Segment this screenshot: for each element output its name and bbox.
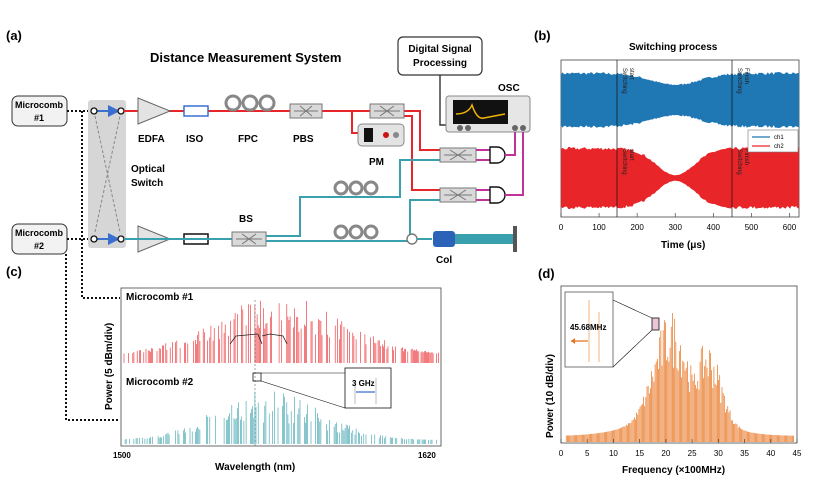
ch2-trace: [561, 147, 799, 209]
circulator: [406, 233, 418, 245]
inset-45mhz: 45.68MHz: [570, 323, 606, 332]
start-marker-text-2: start: [628, 68, 634, 80]
fiber-delay-coils: [333, 180, 379, 240]
collimator: [433, 231, 455, 247]
fpc-label: FPC: [238, 134, 258, 145]
edfa-amplifier-1: [137, 97, 172, 125]
spectrum-1-label: Microcomb #1: [126, 292, 194, 303]
pm-label: PM: [369, 157, 384, 168]
start-marker-text-3: Switching: [621, 149, 627, 175]
osc-trace: [455, 102, 506, 119]
fpc-paddles: [224, 94, 276, 112]
connector-mc2-spectrum: [65, 254, 120, 421]
spectrum-inset: [344, 367, 392, 409]
system-title: Distance Measurement System: [150, 50, 341, 65]
rf-tick-label: 45: [793, 449, 802, 458]
photodetector-1: [489, 146, 506, 164]
microcomb-1-number: #1: [34, 113, 44, 123]
rf-tick-label: 10: [609, 449, 618, 458]
microcomb-1-label: Microcomb: [15, 100, 64, 110]
switching-title: Switching process: [629, 42, 718, 53]
rf-x-label: Frequency (×100MHz): [622, 465, 725, 476]
spectrum-plot-frame: [120, 287, 442, 447]
spectrum-y-label: Power (5 dBm/div): [104, 323, 115, 410]
rf-tick-label: 5: [585, 449, 590, 458]
panel-a-label: (a): [6, 28, 22, 43]
ch1-trace: [561, 72, 799, 128]
pbs-label: PBS: [293, 134, 314, 145]
switching-tick-label: 400: [707, 223, 721, 232]
dsp-label-line1: Digital Signal: [408, 44, 472, 55]
rf-tick-label: 35: [740, 449, 749, 458]
dsp-label-line2: Processing: [413, 58, 467, 69]
switching-tick-label: 500: [745, 223, 759, 232]
switching-tick-label: 300: [669, 223, 683, 232]
panel-d-label: (d): [538, 266, 555, 281]
rf-tick-label: 25: [688, 449, 697, 458]
finish-marker-text-1: Switching: [736, 68, 742, 94]
switching-tick-label: 600: [783, 223, 797, 232]
isolator: [183, 105, 209, 117]
microcomb-2-number: #2: [34, 241, 44, 251]
spectrum-tick-right: 1620: [418, 451, 436, 460]
panel-c-label: (c): [6, 264, 22, 279]
dsp-box: [397, 36, 483, 76]
target-mirror: [513, 226, 517, 252]
finish-marker-text-2: Finish: [743, 68, 749, 84]
optical-switch: [88, 100, 126, 248]
switching-legend: [747, 129, 799, 153]
inset-3ghz: 3 GHz: [352, 379, 375, 388]
photodetector-2: [489, 186, 506, 204]
rf-tick-label: 15: [635, 449, 644, 458]
rf-tick-label: 0: [559, 449, 564, 458]
free-space-beam: [455, 234, 513, 244]
microcomb-2-label: Microcomb: [15, 228, 64, 238]
start-marker-text-4: start: [628, 149, 634, 161]
rf-x-ticks: 0 5 10 15 20 25 30 35 40 45: [559, 439, 802, 458]
rf-tick-label: 40: [766, 449, 775, 458]
rf-tick-label: 30: [714, 449, 723, 458]
spectrum-x-label: Wavelength (nm): [215, 462, 295, 473]
finish-marker-text-4: Finish: [743, 149, 749, 165]
microcomb-2-spectrum: [124, 391, 437, 444]
spectrum-tick-left: 1500: [113, 451, 131, 460]
panel-b-label: (b): [534, 28, 551, 43]
col-label: Col: [436, 255, 452, 266]
start-marker-text-1: Switching: [621, 68, 627, 94]
osc-screen: [453, 100, 508, 124]
switching-tick-label: 200: [630, 223, 644, 232]
edfa-label: EDFA: [138, 134, 165, 145]
rf-tick-label: 20: [661, 449, 670, 458]
switching-tick-label: 0: [559, 223, 564, 232]
switching-x-ticks: 0 100 200 300 400 500 600: [559, 213, 797, 232]
legend-ch1: ch1: [774, 135, 784, 141]
iso-label: ISO: [186, 134, 203, 145]
switching-x-label: Time (μs): [661, 240, 705, 251]
finish-marker-text-3: Switching: [736, 149, 742, 175]
optical-switch-label-2: Switch: [131, 178, 163, 189]
switching-tick-label: 100: [592, 223, 606, 232]
legend-ch2: ch2: [774, 144, 784, 150]
osc-label: OSC: [498, 83, 520, 94]
optical-switch-label-1: Optical: [131, 164, 165, 175]
teal-fiber-upper: [266, 159, 440, 237]
microcomb-1-spectrum: [123, 300, 439, 446]
rf-spectrum: [565, 312, 794, 442]
bs-label: BS: [239, 214, 253, 225]
spectrum-2-label: Microcomb #2: [126, 377, 194, 388]
connector-mc1-spectrum: [81, 111, 120, 299]
rf-y-label: Power (10 dB/div): [545, 354, 556, 438]
